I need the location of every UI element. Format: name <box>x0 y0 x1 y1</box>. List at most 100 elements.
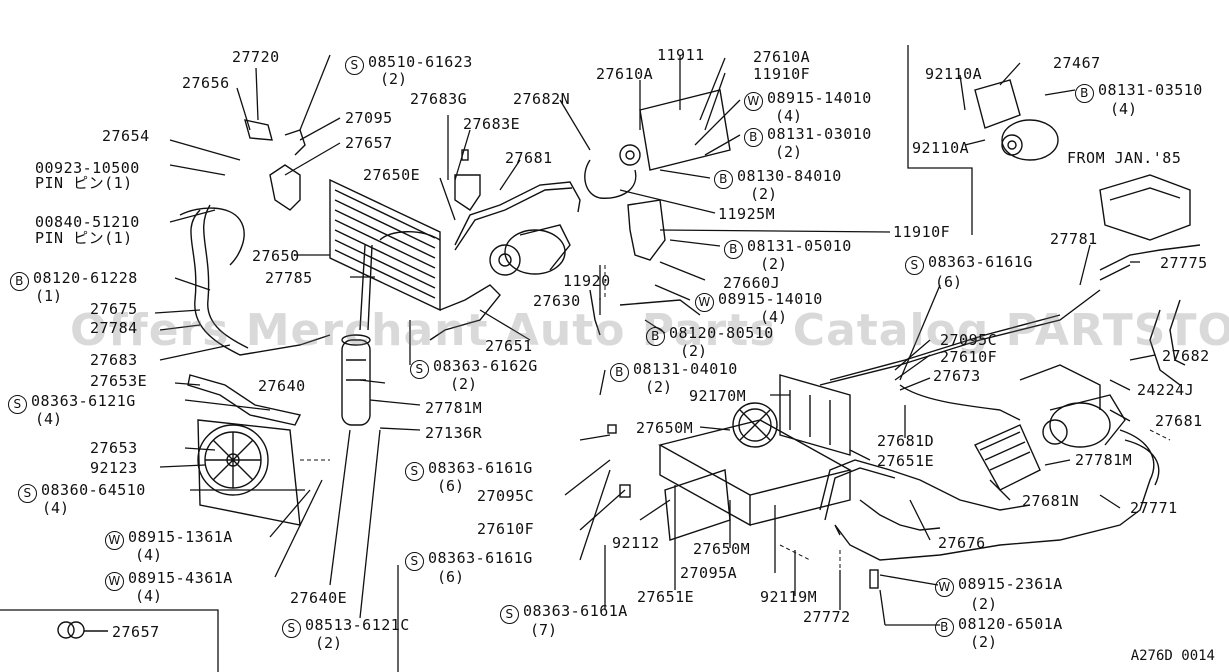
part-label: 27657 <box>112 623 160 641</box>
part-label: 27660J <box>723 274 781 292</box>
part-label: 27657 <box>345 134 393 152</box>
fastener-qty: (4) <box>1110 100 1138 118</box>
part-label: 27651 <box>485 337 533 355</box>
fastener-qty: (2) <box>315 634 343 652</box>
fastener-qty: (2) <box>760 255 788 273</box>
fastener-qty: (1) <box>35 287 63 305</box>
part-label: 92170M <box>689 387 747 405</box>
part-label: 92119M <box>760 588 818 606</box>
part-label: 27673 <box>933 367 981 385</box>
part-label: 27653 <box>90 439 138 457</box>
part-label: PIN ピン(1) <box>35 229 133 247</box>
part-label: 27610F <box>477 520 535 538</box>
fastener-qty: (7) <box>530 621 558 639</box>
part-label: 11910F <box>893 223 951 241</box>
part-label: 11911 <box>657 46 705 64</box>
part-label: 27683G <box>410 90 468 108</box>
fastener-qty: (2) <box>775 143 803 161</box>
bolt-type-badge: B <box>1075 84 1094 103</box>
part-label: 27095A <box>680 564 738 582</box>
part-label: 27095 <box>345 109 393 127</box>
part-label: 00840-51210 <box>35 213 140 231</box>
part-label: 27683E <box>463 115 521 133</box>
part-label: 24224J <box>1137 381 1195 399</box>
fastener-qty: (4) <box>135 587 163 605</box>
part-label: 27095C <box>940 331 998 349</box>
part-label: 27720 <box>232 48 280 66</box>
inset-note: FROM JAN.'85 <box>1067 149 1182 167</box>
bolt-type-badge: W <box>105 531 124 550</box>
part-label: 27467 <box>1053 54 1101 72</box>
bolt-type-badge: S <box>18 484 37 503</box>
part-label: 27640 <box>258 377 306 395</box>
bolt-type-badge: S <box>8 395 27 414</box>
fastener-qty: (4) <box>760 308 788 326</box>
part-label: 27771 <box>1130 499 1178 517</box>
part-label: 27781 <box>1050 230 1098 248</box>
part-label: 27651E <box>877 452 935 470</box>
fastener-qty: (6) <box>935 273 963 291</box>
bolt-type-badge: W <box>935 578 954 597</box>
fastener-qty: (6) <box>437 568 465 586</box>
part-label: 27610A <box>596 65 654 83</box>
part-label: 27653E <box>90 372 148 390</box>
part-label: 27781M <box>425 399 483 417</box>
drawing-code: A276D 0014 <box>1130 648 1215 664</box>
part-label: 27640E <box>290 589 348 607</box>
fastener-qty: (4) <box>135 546 163 564</box>
bolt-type-badge: B <box>646 327 665 346</box>
part-label: 00923-10500 <box>35 159 140 177</box>
bolt-type-badge: W <box>695 293 714 312</box>
bolt-type-badge: B <box>610 363 629 382</box>
part-label: 92112 <box>612 534 660 552</box>
part-label: 27682 <box>1162 347 1210 365</box>
part-label: 27650M <box>636 419 694 437</box>
bolt-type-badge: B <box>724 240 743 259</box>
part-label: 27683 <box>90 351 138 369</box>
bolt-type-badge: B <box>714 170 733 189</box>
part-label: 27676 <box>938 534 986 552</box>
fastener-qty: (4) <box>35 410 63 428</box>
bolt-type-badge: S <box>405 552 424 571</box>
bolt-type-badge: S <box>500 605 519 624</box>
part-label: 27681D <box>877 432 935 450</box>
part-label: 27772 <box>803 608 851 626</box>
fastener-qty: (2) <box>970 595 998 613</box>
part-label: 27136R <box>425 424 483 442</box>
fastener-qty: (2) <box>750 185 778 203</box>
part-label: 27650E <box>363 166 421 184</box>
fastener-qty: (4) <box>775 107 803 125</box>
part-label: 27784 <box>90 319 138 337</box>
part-label: 27650M <box>693 540 751 558</box>
bolt-type-badge: S <box>410 360 429 379</box>
part-label: 27630 <box>533 292 581 310</box>
fastener-qty: (2) <box>645 378 673 396</box>
bolt-type-badge: S <box>405 462 424 481</box>
fastener-qty: (2) <box>970 633 998 651</box>
bolt-type-badge: S <box>905 256 924 275</box>
bolt-type-badge: S <box>345 56 364 75</box>
fastener-qty: (2) <box>380 70 408 88</box>
part-label: 92110A <box>912 139 970 157</box>
part-label: 27095C <box>477 487 535 505</box>
bolt-type-badge: B <box>935 618 954 637</box>
